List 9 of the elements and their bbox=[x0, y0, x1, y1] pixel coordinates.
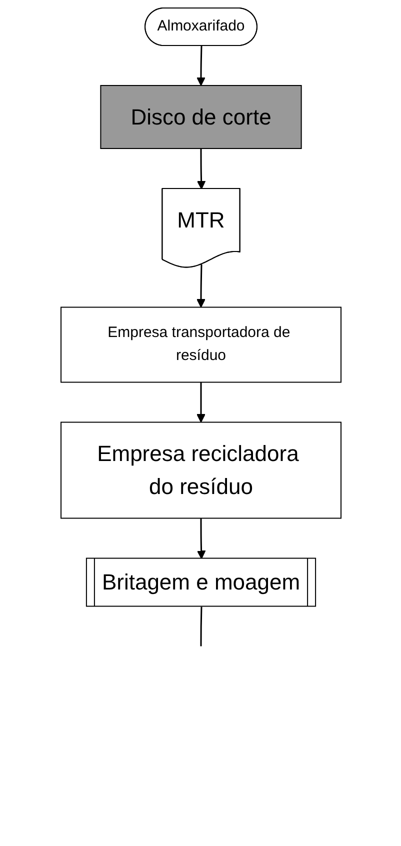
arrow bbox=[196, 264, 205, 308]
node-box: Disco de corte bbox=[100, 85, 302, 149]
connector bbox=[200, 606, 202, 646]
node-box: Empresa transportadora de resíduo bbox=[60, 306, 341, 383]
arrow bbox=[196, 382, 205, 423]
arrow bbox=[196, 148, 206, 190]
arrow bbox=[196, 46, 205, 86]
node-box: Empresa recicladora do resíduo bbox=[60, 422, 341, 519]
arrow bbox=[196, 518, 206, 560]
